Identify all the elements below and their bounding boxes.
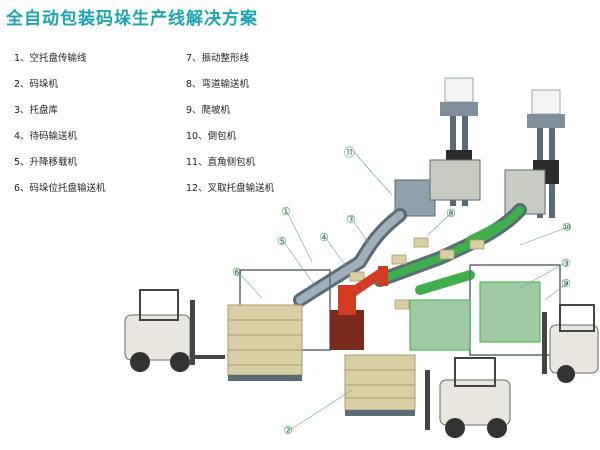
callout-8: ⑧ — [446, 207, 456, 220]
legend-item-7: 7、振动整形线 — [186, 53, 250, 64]
legend-item-8: 8、弯道输送机 — [186, 79, 250, 90]
legend-item-6: 6、码垛位托盘输送机 — [14, 183, 106, 194]
callout-7: ⑦ — [346, 213, 356, 226]
callout-3: ③ — [561, 257, 571, 270]
palletizing-robot — [330, 266, 388, 350]
legend-item-5: 5、升降移载机 — [14, 157, 78, 168]
legend-item-10: 10、倒包机 — [186, 131, 237, 142]
callout-leaders — [237, 149, 569, 431]
forklift-center — [425, 357, 511, 438]
legend-item-1: 1、空托盘传输线 — [14, 53, 87, 64]
component-legend: 1、空托盘传输线 2、码垛机 3、托盘库 4、待码输送机 5、升降移载机 6、码… — [14, 50, 314, 200]
callout-2: ② — [283, 424, 293, 437]
legend-item-2: 2、码垛机 — [14, 79, 59, 90]
pallet-racking — [239, 264, 561, 356]
legend-item-3: 3、托盘库 — [14, 105, 59, 116]
callout-6: ⑥ — [232, 266, 242, 279]
pallet-stack-left — [227, 304, 303, 381]
callout-11: ⑪ — [344, 146, 355, 159]
legend-item-4: 4、待码输送机 — [14, 131, 78, 142]
legend-item-9: 9、爬坡机 — [186, 105, 231, 116]
legend-item-12: 12、叉取托盘输送机 — [186, 183, 275, 194]
callout-5: ⑤ — [277, 235, 287, 248]
legend-item-11: 11、直角侧包机 — [186, 157, 256, 168]
forklift-right — [542, 304, 599, 383]
pallet-stack-center — [344, 354, 416, 416]
callout-10: ⑩ — [562, 221, 572, 234]
callout-4: ④ — [319, 231, 329, 244]
bags-on-conveyor — [349, 237, 485, 310]
diagram-title: 全自动包装码垛生产线解决方案 — [6, 9, 258, 29]
callout-9: ⑨ — [561, 277, 571, 290]
callout-1: ① — [281, 205, 291, 218]
forklift-left — [124, 289, 225, 372]
